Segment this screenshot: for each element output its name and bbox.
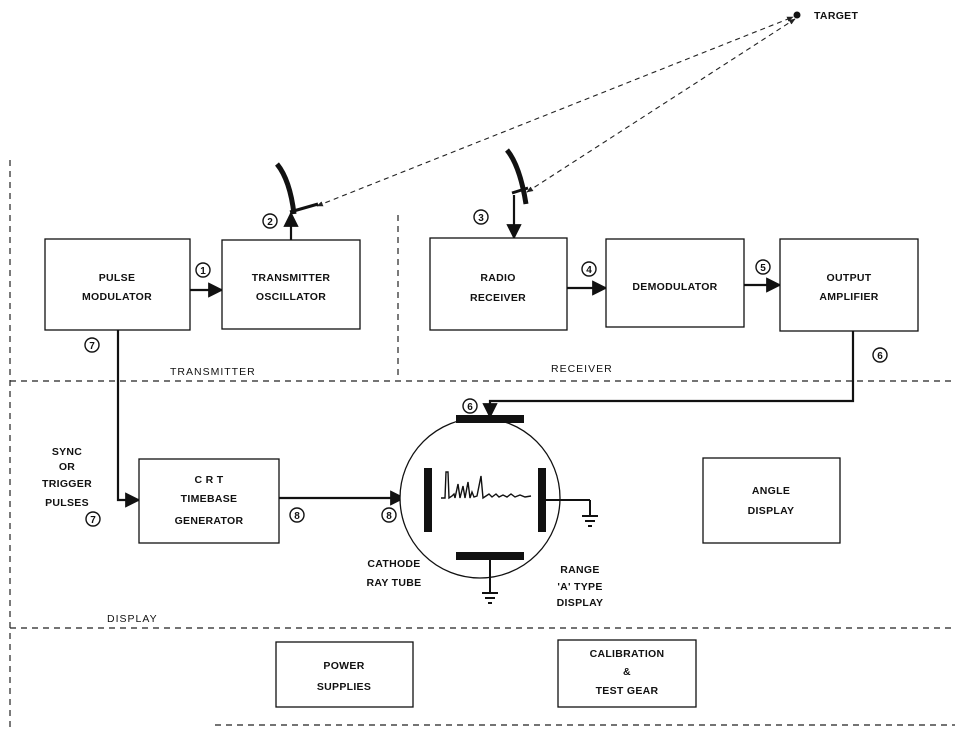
crt-timebase-block — [138, 458, 280, 544]
ground-icon — [482, 560, 498, 604]
svg-text:7: 7 — [90, 515, 96, 526]
svg-text:6: 6 — [467, 402, 473, 413]
svg-text:8: 8 — [386, 511, 392, 522]
section-transmitter-label: TRANSMITTER — [170, 366, 256, 378]
power-supplies-block — [275, 641, 414, 708]
radio-receiver-block — [429, 237, 568, 331]
svg-text:4: 4 — [586, 265, 592, 276]
demodulator-block — [605, 238, 745, 328]
sync-label: TRIGGER — [42, 478, 92, 490]
power-supplies-label: SUPPLIES — [317, 681, 371, 693]
svg-text:1: 1 — [200, 266, 206, 277]
transmitter-oscillator-label: TRANSMITTER — [252, 272, 331, 284]
receive-antenna-feed — [511, 186, 529, 195]
radio-receiver-label: RECEIVER — [470, 292, 526, 304]
transmit-beam-path — [316, 16, 794, 207]
transmit-antenna-feed — [289, 202, 319, 214]
transmitter-oscillator-block — [221, 239, 361, 330]
transmit-antenna-icon — [275, 162, 297, 215]
sync-label: SYNC — [52, 446, 82, 458]
svg-text:3: 3 — [478, 213, 484, 224]
svg-text:2: 2 — [267, 217, 273, 228]
svg-text:8: 8 — [294, 511, 300, 522]
demodulator-label: DEMODULATOR — [632, 281, 717, 293]
crt-timebase-label: C R T — [195, 474, 224, 486]
receive-antenna-icon — [504, 148, 529, 205]
point-marker-6: 6 — [462, 398, 478, 414]
output-amplifier-label: OUTPUT — [827, 272, 872, 284]
crt-top-plate — [456, 415, 524, 423]
point-marker-5: 5 — [755, 259, 771, 275]
calibration-label: & — [623, 666, 631, 678]
point-marker-7: 7 — [85, 511, 101, 527]
point-marker-2: 2 — [262, 213, 278, 229]
calibration-label: CALIBRATION — [590, 648, 665, 660]
sync-label: OR — [59, 461, 75, 473]
cathode-ray-tube-label: RAY TUBE — [367, 577, 422, 589]
svg-text:7: 7 — [89, 341, 95, 352]
svg-text:5: 5 — [760, 263, 766, 274]
calibration-label: TEST GEAR — [596, 685, 659, 697]
point-marker-6: 6 — [872, 347, 888, 363]
range-display-label: RANGE — [560, 564, 599, 576]
angle-display-label: ANGLE — [752, 485, 790, 497]
transmitter-oscillator-label: OSCILLATOR — [256, 291, 326, 303]
crt-timebase-label: GENERATOR — [175, 515, 244, 527]
crt-right-plate — [538, 468, 546, 532]
pulse-modulator-label: PULSE — [99, 272, 136, 284]
point-marker-8: 8 — [381, 507, 397, 523]
output-amplifier-block — [779, 238, 919, 332]
point-marker-3: 3 — [473, 209, 489, 225]
power-supplies-label: POWER — [323, 660, 364, 672]
pulse-modulator-block — [44, 238, 191, 331]
sync-label: PULSES — [45, 497, 89, 509]
point-marker-4: 4 — [581, 261, 597, 277]
svg-text:6: 6 — [877, 351, 883, 362]
point-marker-8: 8 — [289, 507, 305, 523]
crt-bottom-plate — [456, 552, 524, 560]
range-display-label: DISPLAY — [557, 597, 604, 609]
output-amplifier-label: AMPLIFIER — [819, 291, 878, 303]
wire-sync-pulses — [116, 329, 141, 508]
section-receiver-label: RECEIVER — [551, 363, 613, 375]
calibration-block — [557, 639, 697, 708]
wire-video-signal — [482, 331, 855, 419]
radio-receiver-label: RADIO — [480, 272, 515, 284]
ground-icon — [546, 499, 598, 527]
target-dot — [793, 11, 801, 19]
angle-display-block — [702, 457, 841, 544]
section-display-label: DISPLAY — [107, 613, 158, 625]
angle-display-label: DISPLAY — [748, 505, 795, 517]
cathode-ray-tube-label: CATHODE — [367, 558, 420, 570]
point-marker-1: 1 — [195, 262, 211, 278]
echo-beam-path — [526, 18, 796, 193]
range-display-label: 'A' TYPE — [557, 581, 602, 593]
a-scope-trace — [441, 471, 532, 500]
target-label: TARGET — [814, 10, 858, 22]
point-marker-7: 7 — [84, 337, 100, 353]
crt-timebase-label: TIMEBASE — [181, 493, 238, 505]
crt-left-plate — [424, 468, 432, 532]
pulse-modulator-label: MODULATOR — [82, 291, 152, 303]
